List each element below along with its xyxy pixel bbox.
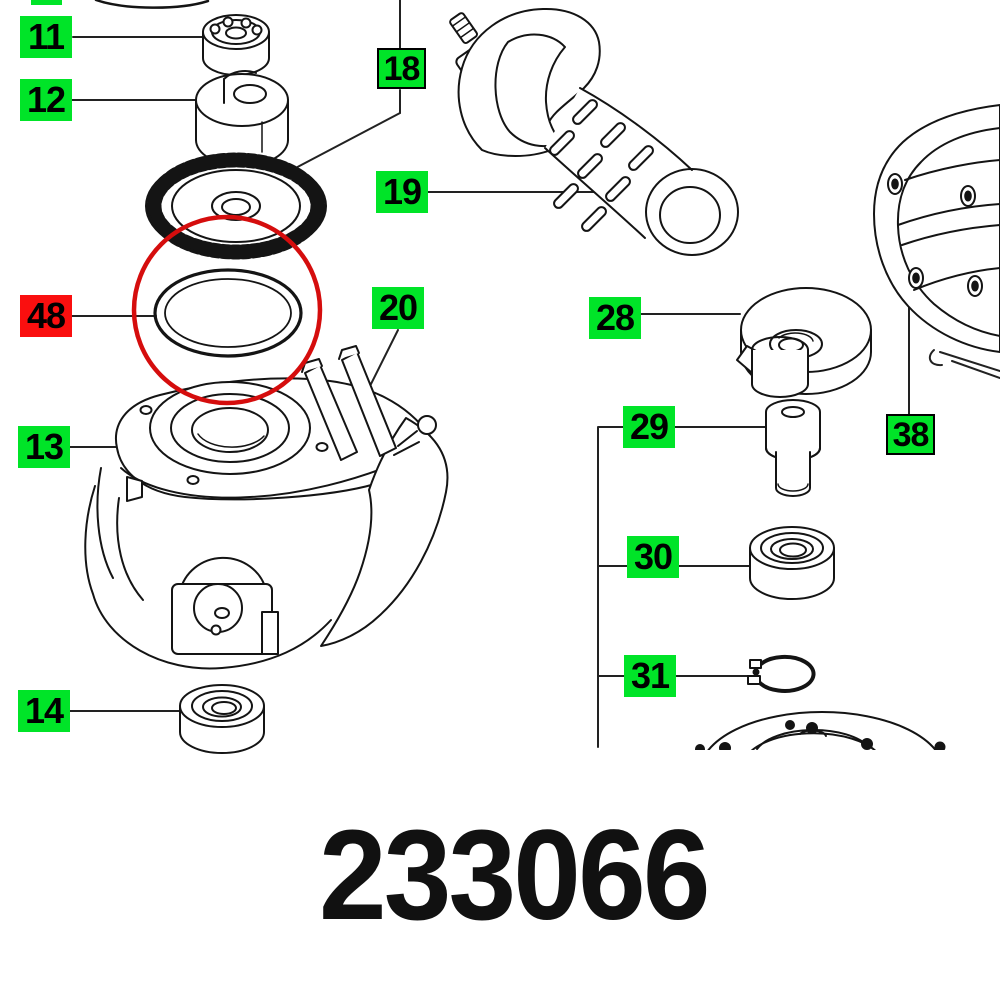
- part-clamping-lever-20: [301, 345, 397, 461]
- part-number: 233066: [318, 804, 711, 947]
- part-backing-flange: [695, 711, 946, 750]
- callout-14[interactable]: 14: [18, 690, 70, 732]
- part-ball-bearing-30: [749, 526, 835, 600]
- callout-partial-top[interactable]: [31, 0, 62, 5]
- part-spindle-pin-29: [765, 399, 821, 497]
- callout-18[interactable]: 18: [377, 48, 426, 89]
- part-motor-housing-38: [873, 104, 1000, 353]
- part-gear-housing-13: [84, 377, 449, 670]
- callout-20[interactable]: 20: [372, 287, 424, 329]
- callout-28[interactable]: 28: [589, 297, 641, 339]
- part-o-ring-48: [153, 268, 303, 358]
- callout-12[interactable]: 12: [20, 79, 72, 121]
- handle-grip-slots: [549, 99, 654, 232]
- callout-48-highlighted[interactable]: 48: [20, 295, 72, 337]
- part-auxiliary-handle-19: [449, 7, 739, 256]
- callout-19[interactable]: 19: [376, 171, 428, 213]
- partial-part-top: [94, 0, 210, 9]
- part-crown-gear: [145, 152, 327, 260]
- part-ball-bearing-11: [202, 14, 270, 76]
- callout-leader-lines: [69, 0, 1000, 748]
- part-bearing-flange-28: [736, 287, 872, 398]
- part-ball-bearing-14: [179, 684, 265, 754]
- callout-13[interactable]: 13: [18, 426, 70, 468]
- part-eccentric-collar-12: [195, 70, 289, 167]
- highlight-circle: [131, 214, 323, 406]
- callout-38[interactable]: 38: [886, 414, 935, 455]
- callout-29[interactable]: 29: [623, 406, 675, 448]
- part-lock-washer-31: [747, 654, 816, 693]
- callout-30[interactable]: 30: [627, 536, 679, 578]
- callout-11[interactable]: 11: [20, 16, 72, 58]
- callout-31[interactable]: 31: [624, 655, 676, 697]
